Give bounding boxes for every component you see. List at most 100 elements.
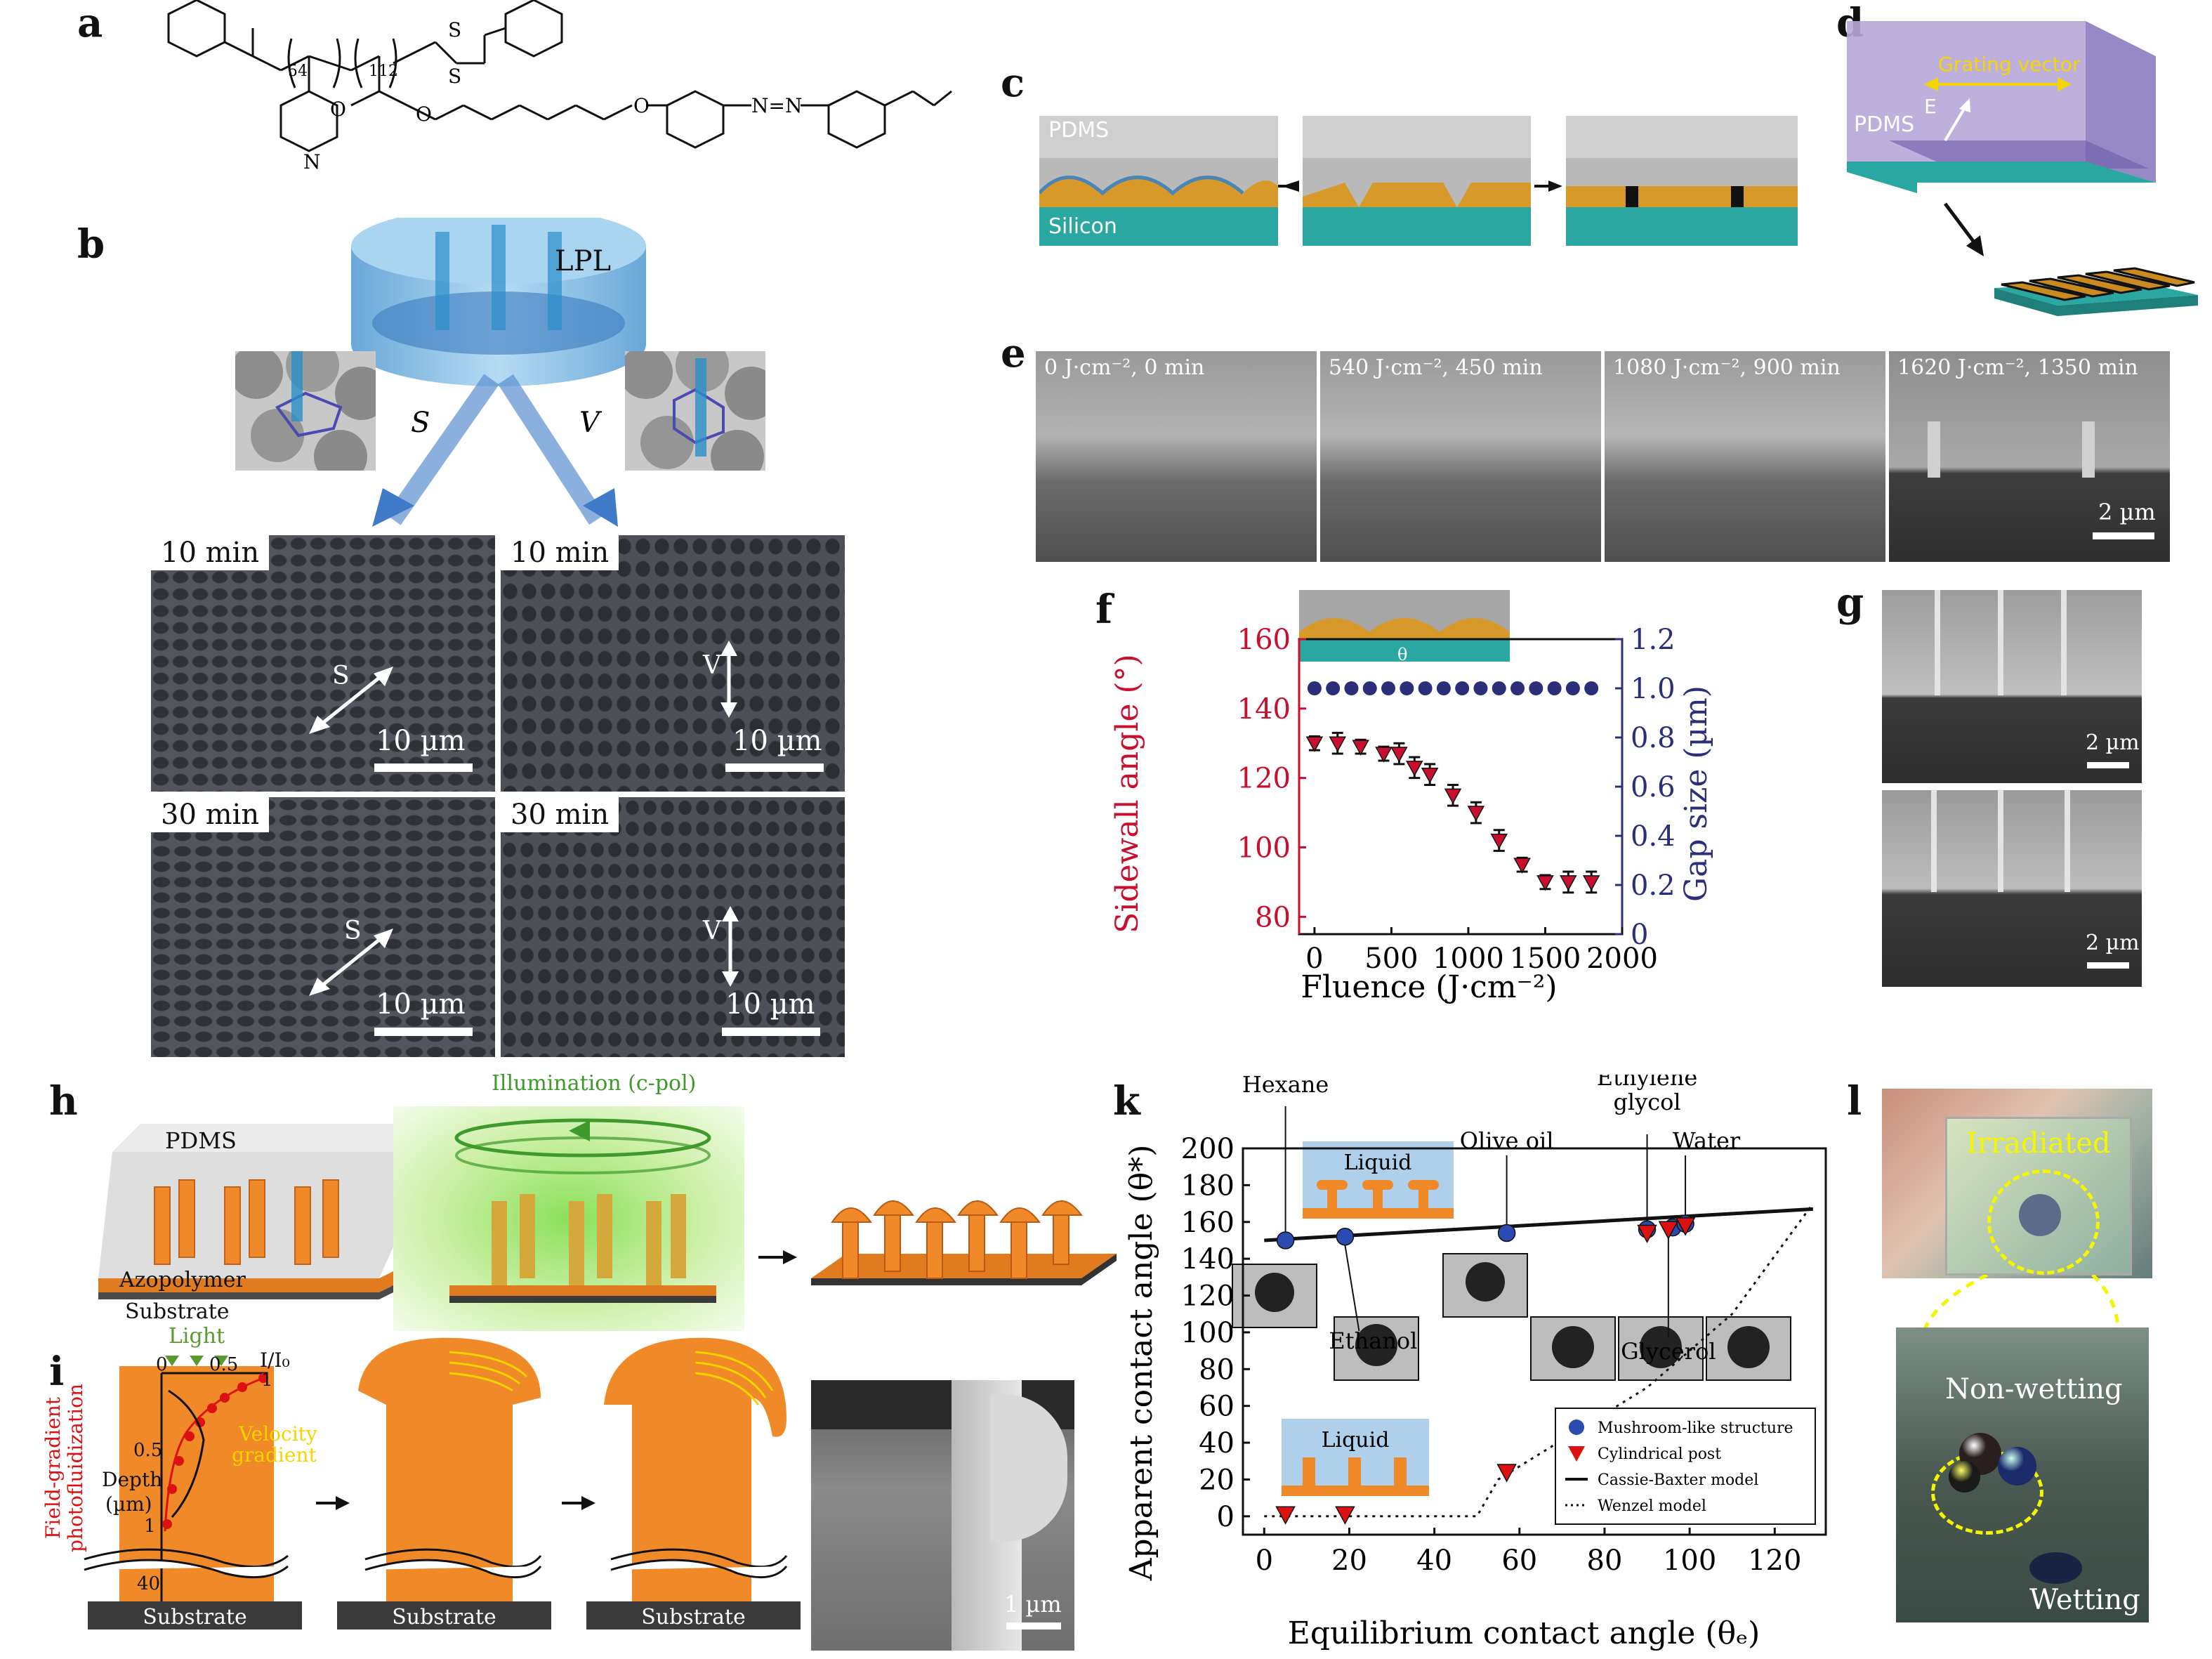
f-y-tick-label: 140 — [1237, 693, 1291, 726]
k-mushroom-point — [1336, 1227, 1355, 1246]
depth-tick-05: 0.5 — [133, 1440, 163, 1461]
f-x-tick-label: 1000 — [1433, 943, 1504, 975]
panel-label-i: i — [49, 1349, 65, 1395]
azo-group: N=N — [751, 94, 802, 117]
f-sidewall-point — [1352, 740, 1369, 756]
contact-angle-chart: Apparent contact angle (θ*) Equilibrium … — [1124, 1075, 1827, 1651]
f-gap-point — [1565, 681, 1580, 695]
f-sidewall-point — [1490, 833, 1508, 850]
f-gap-point — [1418, 681, 1433, 695]
subscript-112: 112 — [369, 63, 398, 80]
double-arrow-icon — [309, 929, 393, 996]
substrate-label-2: Substrate — [392, 1605, 496, 1630]
k-x-tick-label: 120 — [1748, 1545, 1801, 1577]
sem-arrow-label: S — [344, 917, 362, 945]
f-sidewall-point — [1406, 761, 1423, 777]
sem-arrow-label: V — [703, 651, 721, 680]
k-cylinder-point — [1275, 1506, 1296, 1525]
illumination-and-result — [449, 1118, 1117, 1303]
s-label: S — [411, 407, 430, 439]
f-sidewall-point — [1536, 875, 1554, 891]
panel-label-a: a — [77, 0, 103, 46]
f-y2-tick-label: 0.2 — [1631, 870, 1676, 902]
f-x-tick-label: 1500 — [1510, 943, 1581, 975]
k-mushroom-point — [1497, 1224, 1516, 1242]
k-liquid-label-line2: glycol — [1613, 1089, 1680, 1115]
sem-condition-label: 1080 J·cm⁻², 900 min — [1613, 355, 1841, 380]
pdms-d-label: PDMS — [1854, 112, 1915, 137]
inset-s-schematic — [235, 351, 376, 471]
f-y2-tick-label: 0 — [1631, 919, 1648, 951]
k-plot-frame — [1242, 1147, 1827, 1536]
f-y2-tick-label: 0.6 — [1631, 771, 1676, 804]
k-y-tick-label: 60 — [1199, 1391, 1235, 1423]
sem-condition-label: 540 J·cm⁻², 450 min — [1329, 355, 1543, 380]
panel-label-c: c — [1001, 60, 1025, 106]
k-y-tick-label: 20 — [1199, 1464, 1235, 1496]
k-cylinder-point — [1496, 1464, 1517, 1483]
panel-label-k: k — [1113, 1078, 1140, 1124]
depth-unit-label: (µm) — [105, 1493, 152, 1516]
f-gap-point — [1436, 681, 1451, 695]
k-x-tick-label: 80 — [1587, 1545, 1623, 1577]
field-gradient-line2: photofluidization — [64, 1384, 87, 1553]
k-y-tick-label: 40 — [1199, 1427, 1235, 1460]
f-y2-tick-label: 0.8 — [1631, 722, 1676, 754]
f-y-tick-label: 160 — [1237, 624, 1291, 656]
lpl-label: LPL — [555, 245, 611, 277]
liquid-inset-mushroom: Liquid — [1303, 1141, 1454, 1219]
sem-scale-label: 10 µm — [376, 988, 466, 1021]
depth-tick-1: 1 — [144, 1516, 156, 1537]
tick-top-1: 1 — [261, 1370, 273, 1391]
pdms-h-label: PDMS — [165, 1127, 237, 1154]
gradient-label: gradient — [232, 1443, 317, 1467]
sem-scale-label: 10 µm — [732, 725, 822, 757]
k-liquid-label: Ethanol — [1329, 1327, 1417, 1354]
liquid-label-2: Liquid — [1322, 1428, 1390, 1453]
sem-scale-label: 10 µm — [376, 725, 466, 757]
liquid-label-1: Liquid — [1344, 1150, 1412, 1175]
field-gradient-line1: Field-gradient — [41, 1396, 65, 1540]
sem-image-s-10min: 10 min S 10 µm — [151, 535, 495, 792]
k-y-tick-label: 0 — [1217, 1501, 1235, 1533]
silicon-label: Silicon — [1048, 214, 1117, 239]
scale-bar — [725, 763, 824, 772]
velocity-label: Velocity — [239, 1422, 317, 1445]
depth-label: Depth — [102, 1468, 163, 1491]
f-gap-point — [1381, 681, 1396, 695]
k-x-tick-label: 100 — [1663, 1545, 1716, 1577]
f-x-tick-label: 500 — [1364, 943, 1418, 975]
f-y2-tick-label: 1.2 — [1631, 624, 1676, 656]
atom-o1: O — [330, 98, 346, 121]
f-sidewall-point — [1421, 767, 1439, 784]
liquid-inset-cylinder: Liquid — [1282, 1419, 1429, 1496]
sem-arrow-label: V — [703, 917, 721, 945]
f-sidewall-point — [1375, 747, 1393, 763]
sem-scale-label: 2 µm — [2086, 730, 2140, 755]
photo-irradiated-sample: Irradiated — [1882, 1089, 2152, 1278]
f-gap-point — [1584, 681, 1599, 695]
k-legend-label: Mushroom-like structure — [1598, 1419, 1793, 1437]
sem-scale-label: 2 µm — [2086, 931, 2140, 955]
f-gap-point — [1510, 681, 1525, 695]
k-y-tick-label: 180 — [1181, 1169, 1235, 1202]
f-y-tick-label: 120 — [1237, 763, 1291, 795]
sem-grating-bottom: 2 µm — [1882, 790, 2142, 987]
f-y-axis-label: Sidewall angle (°) — [1110, 654, 1145, 933]
k-label-leader — [1344, 1245, 1360, 1332]
pdms-label: PDMS — [1048, 118, 1110, 143]
sem-time-label: 30 min — [151, 797, 270, 832]
atom-s1: S — [448, 18, 461, 41]
pdms-silicon-schematic-final — [1534, 116, 1798, 246]
k-x-tick-label: 60 — [1501, 1545, 1537, 1577]
k-wenzel-line — [1264, 1202, 1815, 1518]
panel-label-g: g — [1836, 579, 1864, 626]
sem-condition-label: 1620 J·cm⁻², 1350 min — [1897, 355, 2138, 380]
k-liquid-label: Water — [1673, 1127, 1741, 1154]
substrate-label-3: Substrate — [641, 1605, 746, 1630]
scale-bar — [2087, 962, 2129, 969]
k-liquid-label: Olive oil — [1460, 1127, 1554, 1154]
intensity-label: I/I₀ — [260, 1349, 290, 1372]
scale-bar — [1006, 1622, 1061, 1630]
droplet-images — [1232, 1253, 1791, 1381]
